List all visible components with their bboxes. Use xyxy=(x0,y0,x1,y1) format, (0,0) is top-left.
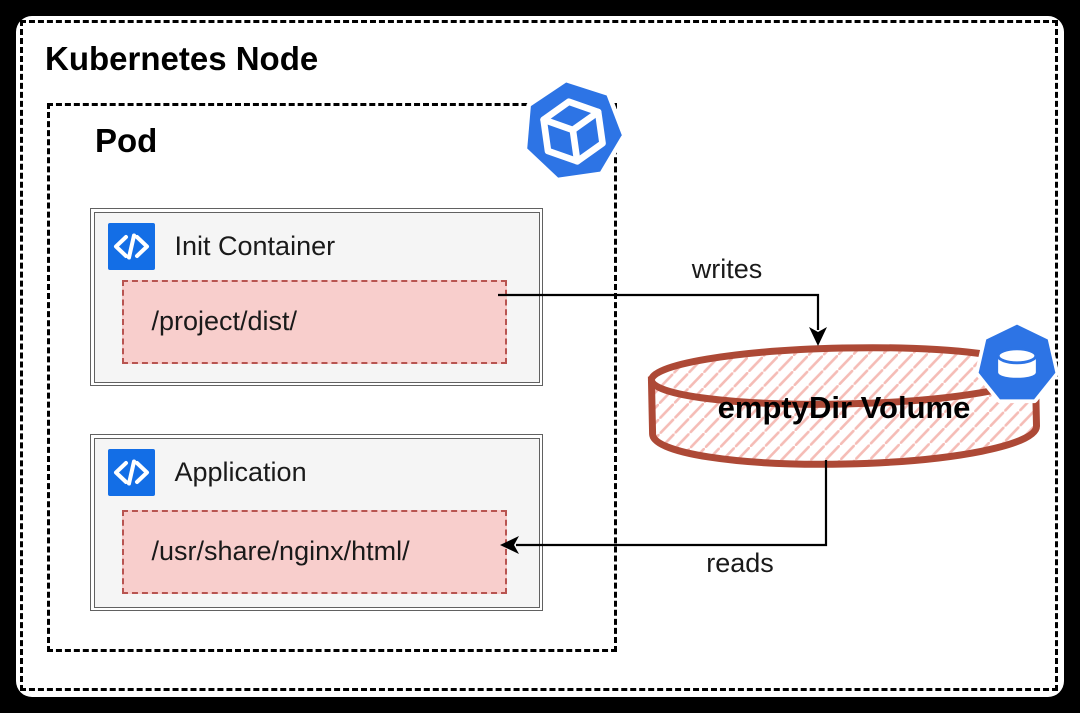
code-icon xyxy=(107,448,155,496)
emptydir-volume-cylinder xyxy=(647,344,1041,468)
reads-edge-label: reads xyxy=(706,548,774,578)
pod-title: Pod xyxy=(95,122,158,159)
volume-disk-icon xyxy=(976,323,1058,404)
kubernetes-node-title: Kubernetes Node xyxy=(45,40,319,77)
application-box: Application /usr/share/nginx/html/ xyxy=(90,434,543,611)
writes-edge-label: writes xyxy=(691,254,763,284)
application-mount-path: /usr/share/nginx/html/ xyxy=(151,536,410,566)
init-container-inner: Init Container /project/dist/ xyxy=(93,211,540,383)
application-title: Application xyxy=(174,456,307,487)
code-icon xyxy=(107,222,155,270)
init-container-mount-path-box: /project/dist/ xyxy=(121,279,507,364)
init-container-mount-path: /project/dist/ xyxy=(151,306,298,336)
pod-box xyxy=(47,103,617,652)
init-container-title: Init Container xyxy=(174,230,336,261)
kubernetes-pod-icon xyxy=(522,80,624,182)
emptydir-volume-label: emptyDir Volume xyxy=(717,390,971,425)
kubernetes-node-box xyxy=(20,20,1058,691)
init-container-box: Init Container /project/dist/ xyxy=(90,208,543,386)
application-mount-path-box: /usr/share/nginx/html/ xyxy=(121,509,507,594)
application-inner: Application /usr/share/nginx/html/ xyxy=(93,437,540,608)
